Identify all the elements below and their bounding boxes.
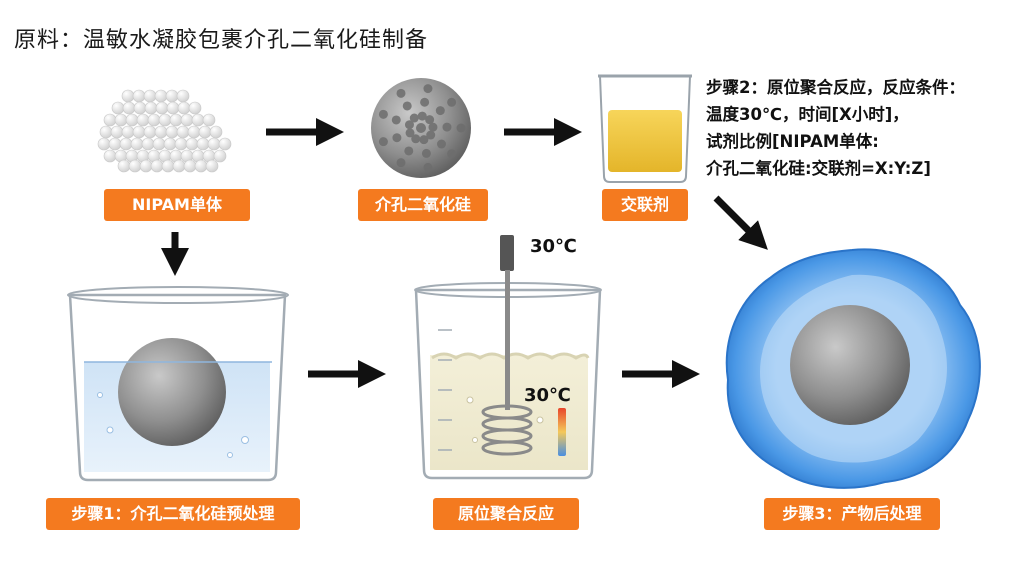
step2-conditions-note: 步骤2：原位聚合反应，反应条件： 温度30℃，时间[X小时]， 试剂比例[NIP… [706,74,965,182]
page-title: 原料：温敏水凝胶包裹介孔二氧化硅制备 [14,28,429,53]
crosslinker-label: 交联剂 [602,189,688,221]
nipam-monomer-pile [97,89,232,173]
probe-temperature: 30℃ [530,236,577,257]
mesoporous-silica-label: 介孔二氧化硅 [358,189,488,221]
crosslinker-beaker [598,74,692,183]
note-line-3: 试剂比例[NIPAM单体: [706,132,879,151]
nipam-monomer-label: NIPAM单体 [104,189,250,221]
step1-label: 步骤1：介孔二氧化硅预处理 [46,498,300,530]
hydrogel-coated-silica [725,248,981,489]
arrow-crosslinker-to-product [713,195,768,250]
thermometer-temperature: 30℃ [524,385,571,406]
mesoporous-silica-sphere [371,78,471,178]
step1-beaker [67,286,289,482]
note-line-1: 步骤2：原位聚合反应，反应条件： [706,78,965,97]
polymerization-beaker [414,235,602,480]
note-line-4: 介孔二氧化硅:交联剂=X:Y:Z] [706,159,931,178]
note-line-2: 温度30℃，时间[X小时]， [706,105,909,124]
step3-label: 步骤3：产物后处理 [764,498,940,530]
polymerization-label: 原位聚合反应 [433,498,579,530]
